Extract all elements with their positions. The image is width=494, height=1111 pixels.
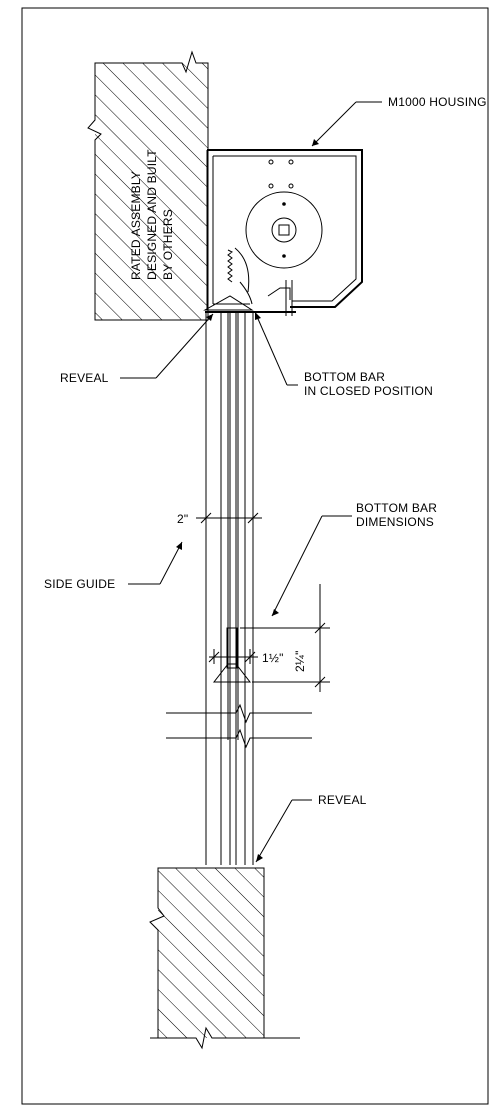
dim-width-label: 2"	[177, 512, 188, 526]
bb-dims-label-line2: DIMENSIONS	[356, 515, 434, 529]
side-guide-leader: SIDE GUIDE	[44, 541, 183, 591]
reveal-top-label: REVEAL	[60, 371, 109, 385]
dim-bar-height: 2¼"	[240, 584, 330, 692]
reveal-bottom-leader: REVEAL	[255, 793, 367, 863]
dim-bar-width-label: 1½"	[262, 651, 284, 665]
bottom-bar-leader: BOTTOM BAR IN CLOSED POSITION	[254, 311, 433, 398]
side-guide-label: SIDE GUIDE	[44, 577, 115, 591]
m1000-housing	[203, 149, 363, 316]
dim-bar-height-label: 2¼"	[293, 650, 307, 672]
reveal-bottom-label: REVEAL	[318, 793, 367, 807]
bottom-bar-detail	[212, 627, 252, 683]
dim-bar-width: 1½"	[208, 649, 284, 665]
housing-leader: M1000 HOUSING	[311, 95, 487, 147]
housing-label: M1000 HOUSING	[388, 95, 487, 109]
dim-guide-width: 2"	[177, 512, 262, 526]
bottom-bar-label-line1: BOTTOM BAR	[304, 370, 385, 384]
bb-dims-leader: BOTTOM BAR DIMENSIONS	[271, 501, 437, 617]
bottom-bar-label-line2: IN CLOSED POSITION	[304, 384, 433, 398]
side-guide	[205, 312, 254, 865]
bb-dims-label-line1: BOTTOM BAR	[356, 501, 437, 515]
lower-wall	[149, 867, 300, 1050]
rated-assembly-line3: BY OTHERS	[161, 209, 175, 280]
break-lines	[166, 703, 312, 749]
upper-wall: RATED ASSEMBLY DESIGNED AND BUILT BY OTH…	[87, 50, 209, 321]
rated-assembly-line1: RATED ASSEMBLY	[129, 171, 143, 280]
reveal-top-leader: REVEAL	[60, 313, 214, 385]
drawing-border	[21, 7, 489, 1105]
rated-assembly-line2: DESIGNED AND BUILT	[145, 149, 159, 280]
